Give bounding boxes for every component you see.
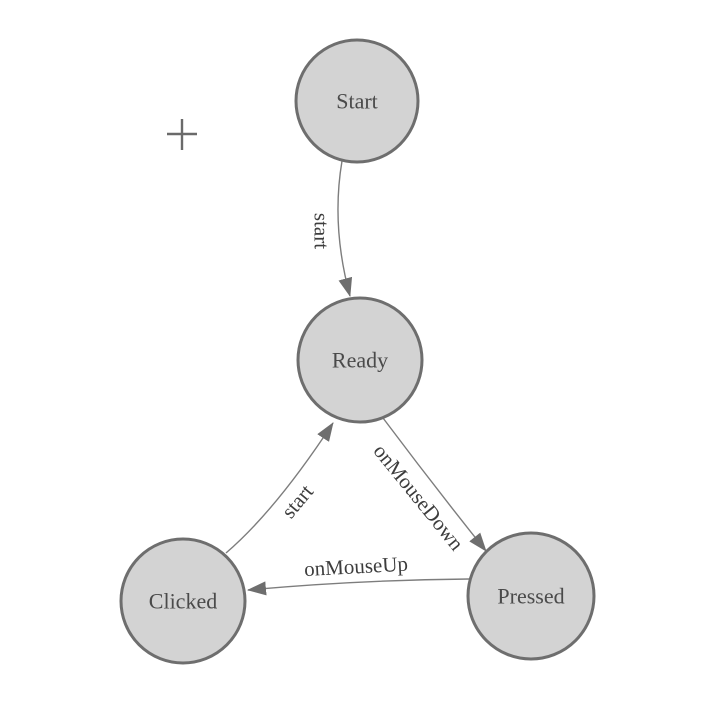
edge-group-start-ready: start [310,160,353,297]
state-node-clicked[interactable]: Clicked [119,537,247,665]
edge-label-onmousedown: onMouseDown [369,439,469,555]
edge-group-ready-pressed: onMouseDown [369,417,487,555]
edge-ready-to-pressed[interactable] [382,417,487,552]
crosshair-icon [167,119,197,150]
state-circle-clicked[interactable] [119,537,247,665]
edge-start-to-ready[interactable] [337,160,353,297]
state-circle-start[interactable] [294,38,420,164]
edge-label-start-2: start [276,480,318,523]
edge-group-pressed-clicked: onMouseUp [247,552,470,596]
state-node-pressed[interactable]: Pressed [466,531,596,661]
state-node-ready[interactable]: Ready [296,296,424,424]
state-circle-ready[interactable] [296,296,424,424]
edge-group-clicked-ready: start [225,422,334,554]
edge-pressed-to-clicked[interactable] [247,578,470,596]
state-circle-pressed[interactable] [466,531,596,661]
state-node-start[interactable]: Start [294,38,420,164]
edge-label-onmouseup: onMouseUp [304,552,409,581]
edge-clicked-to-ready[interactable] [225,422,334,554]
edge-label-start: start [310,213,334,249]
